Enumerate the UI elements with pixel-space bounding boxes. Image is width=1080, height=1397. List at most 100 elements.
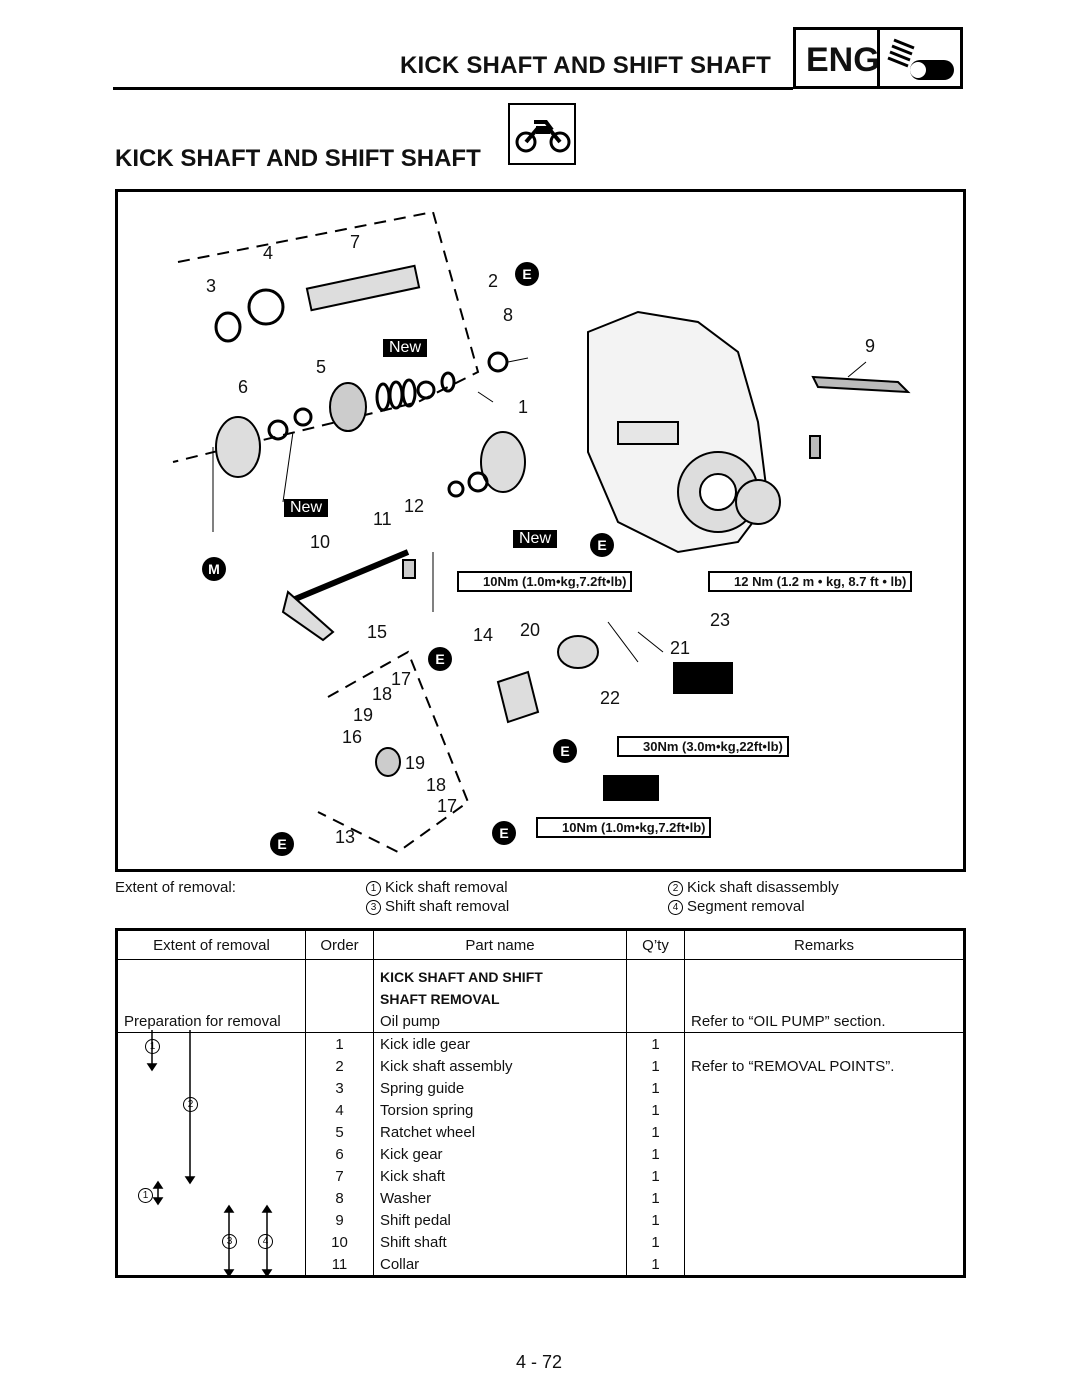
callout-18: 18 bbox=[372, 684, 393, 704]
engine-oil-mark: E bbox=[270, 832, 294, 856]
callout-1: 1 bbox=[518, 397, 529, 417]
callout-17: 17 bbox=[391, 669, 412, 689]
prep-part: Oil pump bbox=[373, 1010, 627, 1033]
row-part: Kick shaft bbox=[373, 1165, 627, 1187]
callout-7: 7 bbox=[350, 232, 361, 252]
extent-indicator-1b: 1 bbox=[138, 1188, 153, 1203]
callout-19: 19 bbox=[353, 705, 374, 725]
row-qty: 1 bbox=[626, 1187, 685, 1209]
parts-table: Extent of removal Order Part name Q’ty R… bbox=[115, 928, 966, 1278]
exploded-diagram bbox=[115, 189, 966, 872]
callout-20: 20 bbox=[520, 620, 541, 640]
callout-9: 9 bbox=[865, 336, 876, 356]
row-part: Shift pedal bbox=[373, 1209, 627, 1231]
eng-badge-divider bbox=[877, 27, 880, 89]
engine-oil-mark: E bbox=[492, 821, 516, 845]
row-order: 5 bbox=[305, 1121, 374, 1143]
engine-oil-mark: E bbox=[590, 533, 614, 557]
row-order: 11 bbox=[305, 1253, 374, 1277]
header-rule bbox=[113, 87, 793, 90]
callout-13: 13 bbox=[335, 827, 356, 847]
callout-10: 10 bbox=[310, 532, 331, 552]
col-order: Order bbox=[305, 929, 374, 960]
prep-remarks: Refer to “OIL PUMP” section. bbox=[691, 1012, 886, 1030]
row-qty: 1 bbox=[626, 1143, 685, 1165]
extent-indicator-4: 4 bbox=[258, 1234, 273, 1249]
row-part: Kick idle gear bbox=[373, 1032, 627, 1055]
row-remarks bbox=[685, 1143, 965, 1165]
extent-arrows bbox=[146, 1030, 273, 1278]
row-qty: 1 bbox=[626, 1099, 685, 1121]
callout-8: 8 bbox=[503, 305, 514, 325]
diagram-drawing bbox=[172, 210, 911, 854]
row-remarks bbox=[685, 1165, 965, 1187]
row-remarks bbox=[685, 1253, 965, 1277]
row-order: 7 bbox=[305, 1165, 374, 1187]
group-title-1: KICK SHAFT AND SHIFT bbox=[373, 959, 627, 988]
callout-23: 22 bbox=[600, 688, 621, 708]
table-header-row: Extent of removal Order Part name Q’ty R… bbox=[116, 929, 965, 960]
row-part: Washer bbox=[373, 1187, 627, 1209]
extent-num-3: 3 bbox=[366, 899, 381, 915]
row-order: 10 bbox=[305, 1231, 374, 1253]
row-remarks bbox=[685, 1033, 965, 1056]
row-order: 9 bbox=[305, 1209, 374, 1231]
row-remarks bbox=[685, 1231, 965, 1253]
callout-22: 23 bbox=[710, 610, 731, 630]
callout-4: 4 bbox=[263, 243, 274, 263]
row-part: Shift shaft bbox=[373, 1231, 627, 1253]
new-label: New bbox=[284, 499, 329, 517]
header-title: KICK SHAFT AND SHIFT SHAFT bbox=[400, 52, 771, 79]
extent-label: Extent of removal: bbox=[115, 879, 236, 896]
row-remarks bbox=[685, 1099, 965, 1121]
prep-extent: Preparation for removal bbox=[116, 1010, 306, 1033]
torque-spec: 10Nm (1.0m•kg,7.2ft•lb) bbox=[457, 571, 633, 592]
moly-grease-mark: M bbox=[202, 557, 226, 581]
row-order: 8 bbox=[305, 1187, 374, 1209]
eng-badge-label: ENG bbox=[806, 41, 880, 79]
row-qty: 1 bbox=[626, 1165, 685, 1187]
extent-text-3: Shift shaft removal bbox=[385, 898, 510, 915]
col-part-name: Part name bbox=[373, 929, 627, 960]
engine-oil-mark: E bbox=[553, 739, 577, 763]
extent-num-4: 4 bbox=[668, 899, 683, 915]
motorcycle-icon bbox=[515, 120, 571, 153]
callout-5: 5 bbox=[316, 357, 327, 377]
row-part: Kick gear bbox=[373, 1143, 627, 1165]
new-label: New bbox=[513, 530, 558, 548]
row-part: Spring guide bbox=[373, 1077, 627, 1099]
row-order: 2 bbox=[305, 1055, 374, 1077]
callout-19b: 19 bbox=[405, 753, 426, 773]
callout-17b: 17 bbox=[437, 796, 458, 816]
extent-num-2: 2 bbox=[668, 880, 683, 896]
callout-6: 6 bbox=[238, 377, 249, 397]
engine-icon bbox=[887, 38, 954, 80]
group-title-2: SHAFT REMOVAL bbox=[373, 988, 627, 1010]
callout-15: 15 bbox=[367, 622, 388, 642]
row-qty: 1 bbox=[626, 1055, 685, 1077]
row-qty: 1 bbox=[626, 1032, 685, 1055]
row-part: Collar bbox=[373, 1253, 627, 1277]
torque-spec: 10Nm (1.0m•kg,7.2ft•lb) bbox=[536, 817, 712, 838]
row-remarks bbox=[685, 1077, 965, 1099]
torque-spec: 30Nm (3.0m•kg,22ft•lb) bbox=[617, 736, 789, 757]
row-qty: 1 bbox=[626, 1231, 685, 1253]
row-remarks bbox=[685, 1209, 965, 1231]
callout-12: 12 bbox=[404, 496, 425, 516]
group-title-row-2: SHAFT REMOVAL bbox=[116, 988, 965, 1010]
row-qty: 1 bbox=[626, 1253, 685, 1277]
row-order: 1 bbox=[305, 1032, 374, 1055]
torque-spec: 12 Nm (1.2 m • kg, 8.7 ft • lb) bbox=[708, 571, 913, 592]
section-title: KICK SHAFT AND SHIFT SHAFT bbox=[115, 145, 481, 172]
row-remarks bbox=[685, 1187, 965, 1209]
